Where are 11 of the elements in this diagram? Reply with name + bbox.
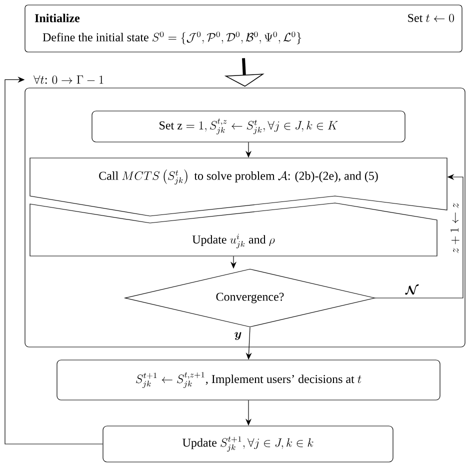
branch-label: $\boldsymbol{\mathcal{N}}$: [405, 284, 419, 295]
arrow: [4, 76, 103, 444]
edge-label: $\boldsymbol{y}$: [234, 332, 242, 340]
process-box: $\text{Call } MCTS\left(S_{jk}^{t}\right) \text{ to solve problem } \mathcal{A}\text{: (2b)-(2e), and (5)}$: [30, 158, 448, 216]
process-box: $\text{Update } u_{jk}^{i} \text{ and } \rho$: [30, 202, 438, 256]
process-box: $\text{Update } S_{jk}^{t+1}, \forall j \in J, k \in k$: [102, 426, 394, 462]
process-box: $S_{jk}^{t+1} \leftarrow S_{jk}^{t,z+1}\text{, Implement users' decisions at } t$: [56, 360, 440, 400]
process-box: Initialize $\text{Set } t \leftarrow 0$ $\text{Define the initial state } S^0=\{\mathcal{J}^0,\mathcal{P}^0,\mathcal{D}^0,\mathcal{B}^0,\Psi^0,\mathcal{L}^0\}$: [24, 4, 462, 52]
process-box: $\text{Set z} = 1, S_{jk}^{t,z} \leftarrow S_{jk}^{t}, \forall j \in J, k \in K$: [92, 110, 406, 142]
node-label: $\forall t\text{: } 0 \rightarrow \Gamma - 1$: [34, 75, 104, 84]
edge-label: $z + 1 \leftarrow z$: [450, 202, 460, 253]
